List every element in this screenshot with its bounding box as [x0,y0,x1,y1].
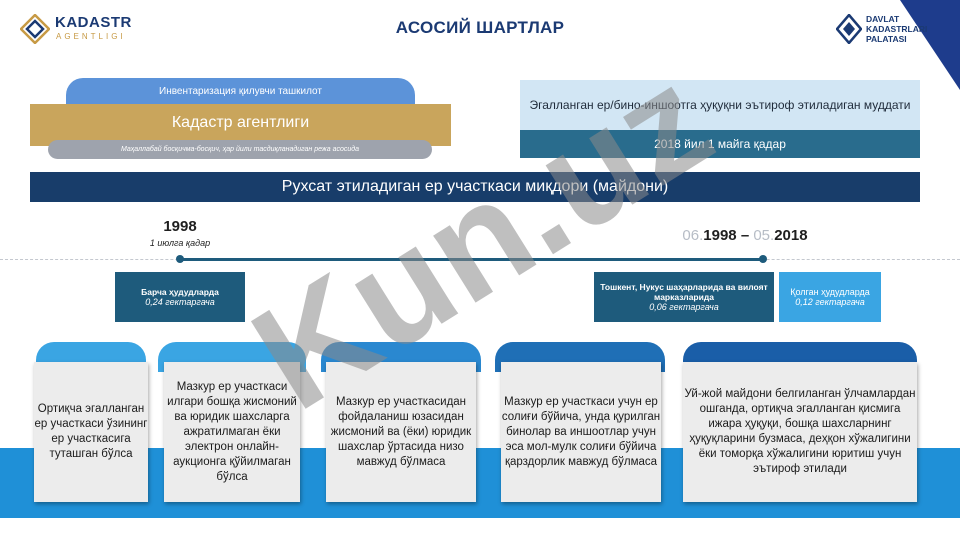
stat-value: 0,24 гектаргача [145,297,215,307]
header-bar [0,0,960,62]
plan-note: Маҳаллабай босқичма-босқич, ҳар йили тас… [48,140,432,159]
recognition-term-answer: 2018 йил 1 майга қадар [520,130,920,158]
palata-logo: DAVLAT KADASTRLARI PALATASI [836,12,946,48]
palata-logo-icon [836,14,862,44]
condition-card-3: Мазкур ер участкасидан фойдаланиш юзасид… [326,362,476,502]
palata-line2: KADASTRLARI [866,24,928,34]
stat-value: 0,06 гектаргача [649,302,719,312]
stat-title: Қолган ҳудудларда [790,287,870,297]
timeline-line [180,258,763,261]
range-year1: 1998 [703,227,737,244]
kadastr-logo-icon [20,14,50,44]
stat-other-regions: Қолган ҳудудларда 0,12 гектаргача [779,272,881,322]
timeline-dot-end [759,255,767,263]
kadastr-logo-name: KADASTR [55,14,132,31]
palata-line1: DAVLAT [866,14,900,24]
stat-all-regions: Барча ҳудудларда 0,24 гектаргача [115,272,245,322]
allowed-area-band: Рухсат этиладиган ер участкаси миқдори (… [30,172,920,202]
kadastr-logo-sub: AGENTLIGI [56,32,126,41]
recognition-term-text: Эгалланган ер/бино-иншоотга ҳуқуқни эъти… [529,98,911,112]
condition-text: Ортиқча эгалланган ер участкаси ўзининг … [34,403,148,460]
stat-value: 0,12 гектаргача [795,297,865,307]
stat-title: Барча ҳудудларда [141,287,219,297]
condition-card-2: Мазкур ер участкаси илгари бошқа жисмони… [164,362,300,502]
page-title: АСОСИЙ ШАРТЛАР [395,18,565,37]
range-dash: – [736,227,754,244]
condition-card-4: Мазкур ер участкаси учун ер солиғи бўйич… [501,362,661,502]
palata-line3: PALATASI [866,34,907,44]
timeline-start-year: 1998 [163,218,197,235]
condition-card-1: Ортиқча эгалланган ер участкаси ўзининг … [34,362,148,502]
condition-text: Мазкур ер участкаси учун ер солиғи бўйич… [501,395,661,468]
stat-title: Тошкент, Нукус шаҳарларида ва вилоят мар… [600,282,768,302]
kadastr-logo: KADASTR AGENTLIGI [20,12,160,46]
range-prefix1: 06. [682,227,704,244]
range-prefix2: 05. [753,227,775,244]
corner-decoration [900,0,960,90]
range-year2: 2018 [774,227,808,244]
timeline-range: 06.1998 – 05.2018 [650,227,840,244]
condition-text: Мазкур ер участкасидан фойдаланиш юзасид… [330,395,472,468]
condition-text: Мазкур ер участкаси илгари бошқа жисмони… [167,380,297,483]
condition-card-5: Уй-жой майдони белгиланган ўлчамлардан о… [683,362,917,502]
stat-cities: Тошкент, Нукус шаҳарларида ва вилоят мар… [594,272,774,322]
timeline-start-note: 1 июлга қадар [149,238,211,248]
condition-text: Уй-жой майдони белгиланган ўлчамлардан о… [684,388,916,475]
recognition-term-question: Эгалланган ер/бино-иншоотга ҳуқуқни эъти… [520,80,920,130]
timeline-dot-start [176,255,184,263]
agency-name-box: Кадастр агентлиги [30,104,451,146]
palata-logo-text: DAVLAT KADASTRLARI PALATASI [866,14,927,44]
